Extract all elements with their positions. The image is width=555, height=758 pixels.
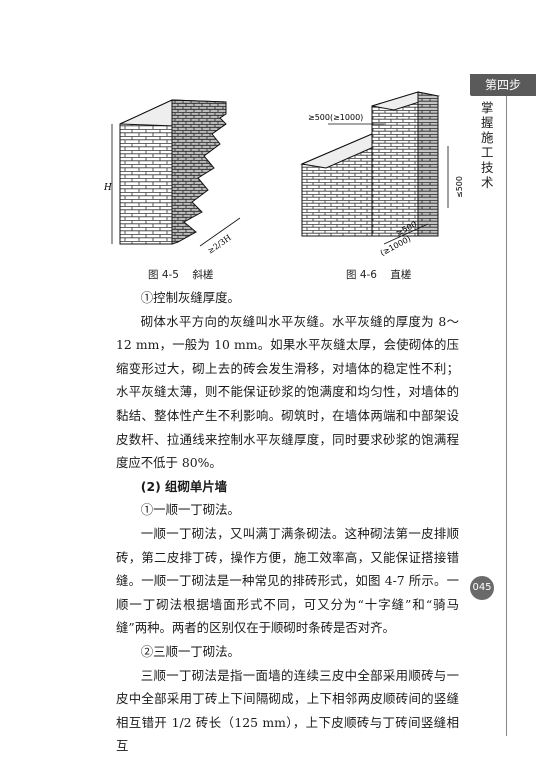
height-label: H [103, 183, 112, 193]
paragraph: 砌体水平方向的灰缝叫水平灰缝。水平灰缝的厚度为 8～12 mm，一般为 10 m… [116, 313, 459, 471]
chapter-sidebar: 第四步 掌握施工技术 [470, 74, 555, 736]
figure-4-6-caption: 图 4-6 直槎 [346, 267, 411, 282]
body-text: ①控制灰缝厚度。 砌体水平方向的灰缝叫水平灰缝。水平灰缝的厚度为 8～12 mm… [116, 286, 459, 758]
paragraph: 三顺一丁砌法是指一面墙的连续三皮中全部采用顺砖与一皮中全部采用丁砖上下间隔砌成，… [116, 667, 459, 754]
list-item: ①控制灰缝厚度。 [140, 290, 240, 305]
page-number-badge: 045 [470, 576, 494, 600]
figure-number: 图 4-6 [346, 269, 377, 281]
list-item: ①一顺一丁砌法。 [140, 502, 240, 518]
figure-title: 直槎 [390, 269, 412, 281]
bottom-dimension-label-b: (≥1000) [379, 234, 413, 258]
figure-4-5-caption: 图 4-5 斜槎 [148, 267, 213, 282]
chapter-vertical-title: 掌握施工技术 [481, 100, 494, 190]
section-heading: (2) 组砌单片墙 [140, 478, 228, 494]
run-label: ≥2/3H [206, 233, 233, 256]
figure-4-5-diagram: H ≥2/3H [100, 94, 250, 262]
figure-4-6-diagram: ≥500(≥1000) ≤500 ≥500 (≥1000) [298, 86, 468, 258]
figure-title: 斜槎 [192, 269, 214, 281]
top-dimension-label: ≥500(≥1000) [308, 113, 363, 122]
figure-number: 图 4-5 [148, 269, 179, 281]
paragraph: 一顺一丁砌法，又叫满丁满条砌法。这种砌法第一皮排顺砖，第二皮排丁砖，操作方便，施… [116, 525, 459, 636]
right-dimension-label: ≤500 [455, 176, 464, 198]
list-item: ②三顺一丁砌法。 [140, 643, 240, 659]
sidebar-divider [506, 96, 507, 736]
chapter-step-tab: 第四步 [470, 74, 536, 96]
